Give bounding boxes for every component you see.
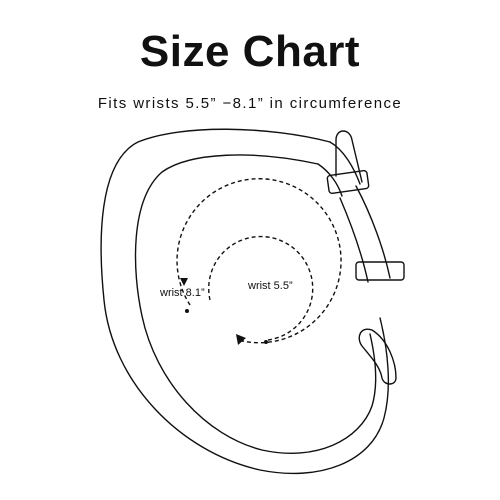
page-title: Size Chart bbox=[139, 27, 361, 76]
inner-wrist-circle bbox=[208, 235, 314, 341]
outer-circle-start-dot bbox=[185, 309, 189, 313]
fit-range-subtitle: Fits wrists 5.5” −8.1” in circumference bbox=[97, 95, 403, 112]
band-right-edge-inner bbox=[317, 163, 343, 197]
strap-outer bbox=[355, 185, 391, 279]
strap-tip bbox=[335, 130, 363, 183]
inner-circle-arrowhead bbox=[236, 334, 246, 345]
inner-circle-start-dot bbox=[264, 340, 268, 344]
band-buckle bbox=[358, 328, 397, 385]
outer-wrist-label: wrist 8.1” bbox=[159, 287, 205, 299]
outer-circle-arrowhead bbox=[180, 278, 188, 286]
band-right-edge bbox=[329, 141, 361, 185]
outer-wrist-circle bbox=[176, 178, 342, 344]
band-outer-outline bbox=[100, 128, 390, 474]
band-inner-outline bbox=[134, 154, 377, 454]
inner-wrist-label: wrist 5.5” bbox=[247, 280, 293, 292]
strap-keeper-lower bbox=[355, 261, 405, 281]
strap-inner bbox=[339, 197, 369, 283]
strap-keeper-upper bbox=[326, 169, 370, 195]
